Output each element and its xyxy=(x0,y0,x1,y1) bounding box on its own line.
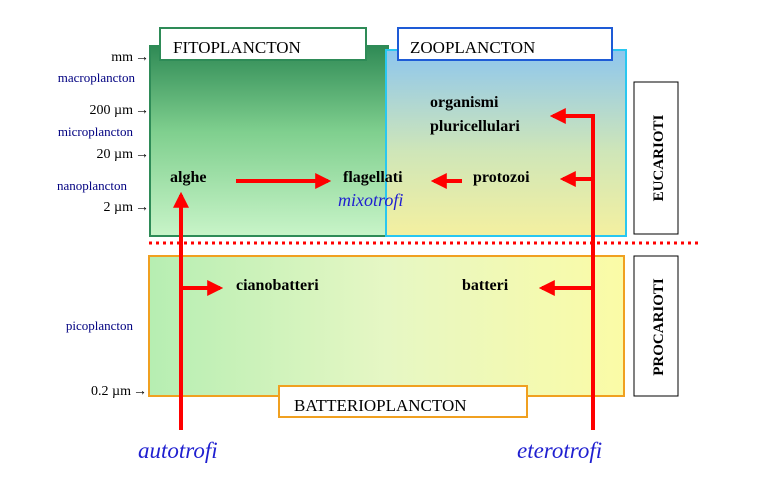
fitoplancton-header-box xyxy=(159,27,367,61)
organismi-label: organismi xyxy=(430,94,499,111)
batterioplancton-header-box xyxy=(278,385,528,418)
scale-picoplancton: picoplancton xyxy=(66,318,134,333)
scale-mm: mm xyxy=(111,50,133,65)
fitoplancton-region xyxy=(149,45,389,237)
alghe-label: alghe xyxy=(170,169,206,186)
scale-2um-arrow: → xyxy=(135,200,149,215)
scale-mm-arrow: → xyxy=(135,50,149,65)
scale-nanoplancton: nanoplancton xyxy=(57,178,128,193)
procarioti-label: PROCARIOTI xyxy=(651,278,667,376)
scale-200um-arrow: → xyxy=(135,103,149,118)
eucarioti-box xyxy=(633,81,679,235)
procarioti-box xyxy=(633,255,679,397)
scale-02um-arrow: → xyxy=(133,384,147,399)
scale-20um-arrow: → xyxy=(135,147,149,162)
scale-macroplancton: macroplancton xyxy=(58,70,136,85)
pluricellulari-label: pluricellulari xyxy=(430,118,520,135)
scale-microplancton: microplancton xyxy=(58,124,134,139)
scale-2um: 2 µm xyxy=(104,200,134,215)
zooplancton-header: ZOOPLANCTON xyxy=(410,38,535,57)
batterioplancton-region xyxy=(148,255,625,397)
scale-02um: 0.2 µm xyxy=(91,384,131,399)
scale-20um: 20 µm xyxy=(97,147,134,162)
eterotrofi-label: eterotrofi xyxy=(517,438,602,463)
zooplancton-region xyxy=(385,49,627,237)
autotrofi-label: autotrofi xyxy=(138,438,218,463)
protozoi-label: protozoi xyxy=(473,169,530,186)
batterioplancton-header: BATTERIOPLANCTON xyxy=(294,396,467,415)
scale-200um: 200 µm xyxy=(90,103,134,118)
eucarioti-label: EUCARIOTI xyxy=(651,114,667,201)
cianobatteri-label: cianobatteri xyxy=(236,277,319,294)
mixotrofi-label: mixotrofi xyxy=(338,190,403,210)
batteri-label: batteri xyxy=(462,277,509,294)
flagellati-label: flagellati xyxy=(343,169,403,186)
fitoplancton-header: FITOPLANCTON xyxy=(173,38,301,57)
zooplancton-header-box xyxy=(397,27,613,61)
